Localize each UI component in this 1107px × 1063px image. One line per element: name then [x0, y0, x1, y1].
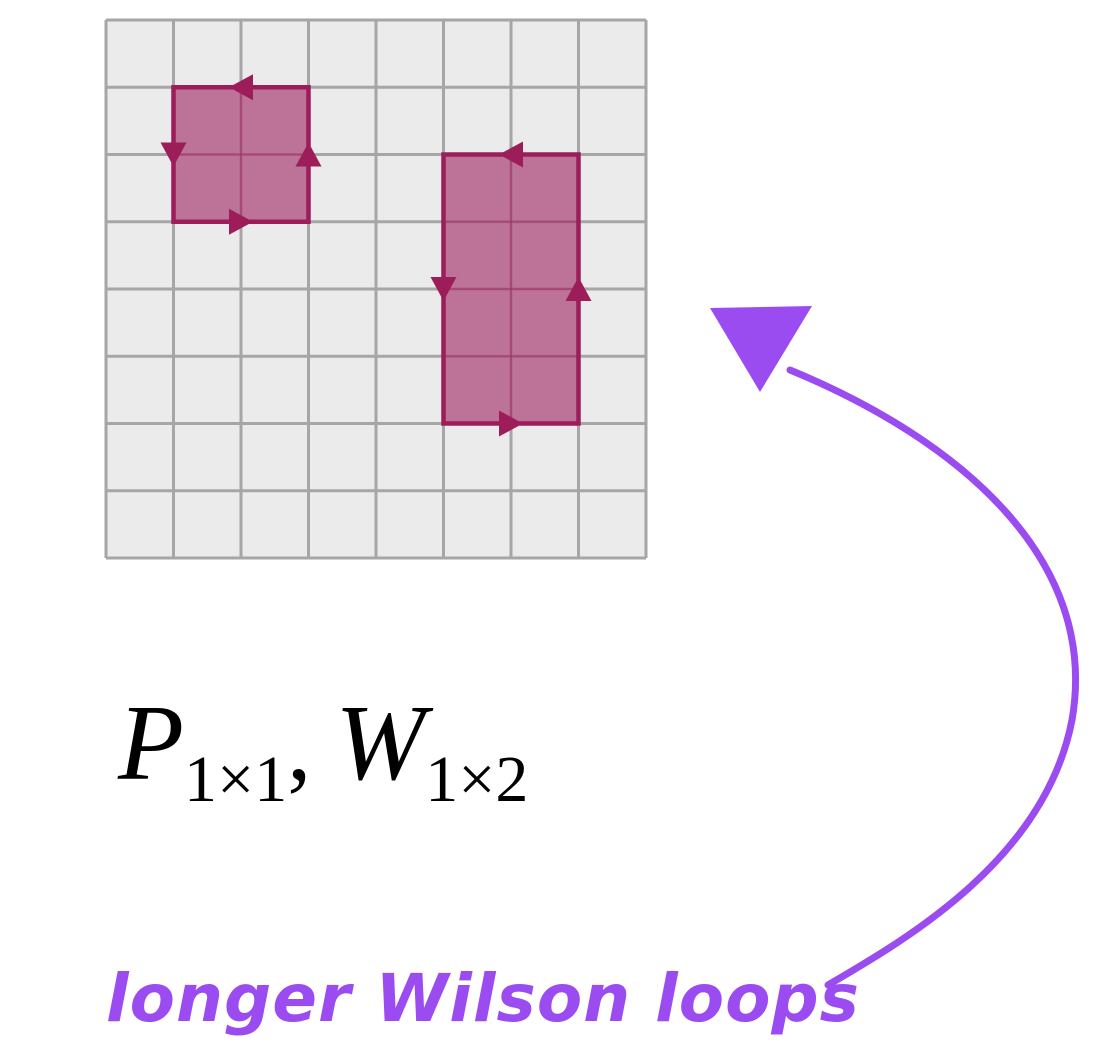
wilson-loop-arrow-up — [565, 277, 592, 301]
annotation-text: longer Wilson loops — [106, 960, 860, 1037]
loop-label: P1×1,W1×2 — [118, 690, 528, 840]
plaquette-loop — [160, 74, 322, 235]
plaquette-arrow-up — [295, 142, 322, 167]
plaquette-arrow-right — [229, 208, 253, 235]
plaquette-fill — [173, 87, 309, 222]
loops-layer — [160, 74, 592, 437]
wilson-loop-arrow-down — [430, 277, 457, 301]
wilson-loop-arrow-right — [499, 410, 523, 437]
curved-arrowhead — [710, 306, 812, 392]
plaquette-arrow-left — [229, 74, 253, 101]
wilson-loop-loop — [430, 141, 592, 437]
plaquette-subscript: 1×1 — [183, 743, 288, 816]
wilson-subscript: 1×2 — [425, 743, 529, 816]
plaquette-symbol: P — [118, 684, 184, 803]
label-separator: , — [287, 693, 312, 800]
wilson-loop-fill — [443, 154, 579, 424]
wilson-loop-arrow-left — [499, 141, 523, 168]
curved-arrow — [786, 366, 1080, 989]
plaquette-arrow-down — [160, 142, 187, 167]
wilson-symbol: W — [335, 684, 426, 803]
